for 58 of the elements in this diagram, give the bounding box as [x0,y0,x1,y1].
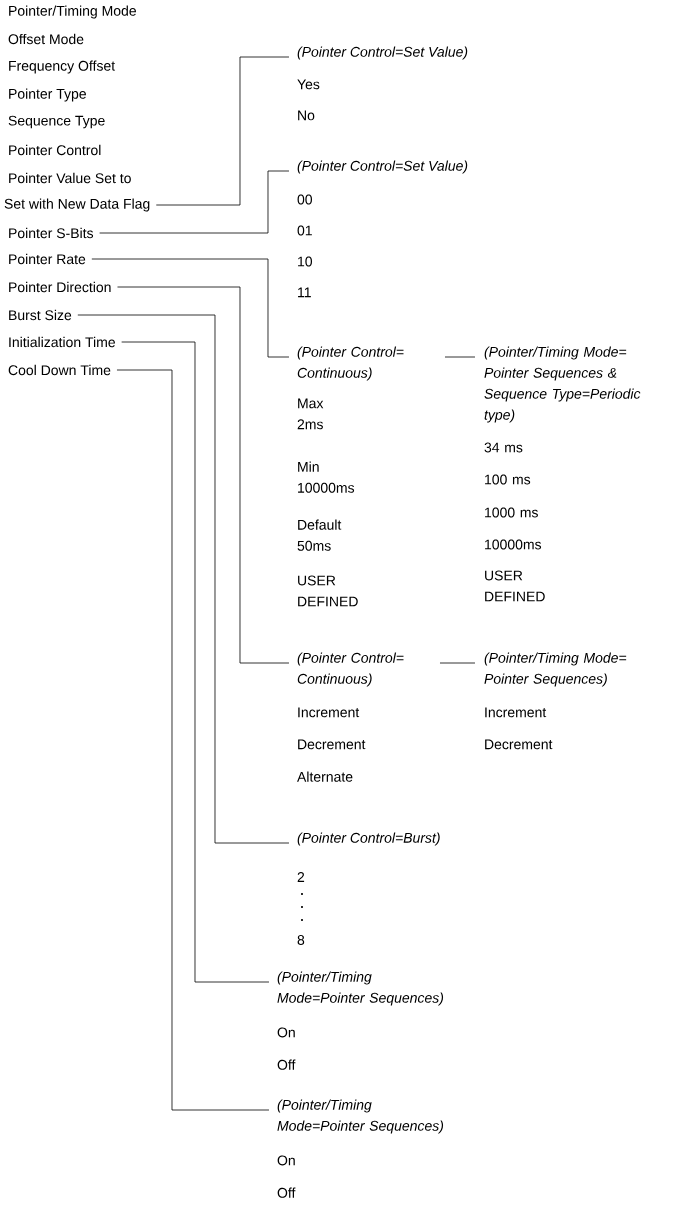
condition-text: (Pointer Control=Burst) [297,832,440,846]
setting-label: Cool Down Time [8,364,111,376]
connector-line [121,341,270,983]
option-value: On [277,1155,295,1166]
condition-text: (Pointer Control=Set Value) [297,160,468,174]
row-label: Pointer/Timing Mode [9,5,136,19]
option-value: No [298,110,315,121]
option-value: Increment [485,707,547,718]
option-value: On [277,1027,295,1038]
condition-text: (Pointer/Timing Mode=Pointer Sequences) [277,1099,444,1134]
setting-label: Set with New Data Flag [4,198,150,212]
option-value: Off [277,1059,296,1070]
option-value: Alternate [297,771,353,782]
condition-text: (Pointer Control=Set Value) [297,46,468,60]
connector-line [91,258,290,358]
connector-line [99,170,290,234]
condition-text: (Pointer Control= Continuous) [297,652,404,687]
option-value: USER DEFINED [485,570,545,602]
option-value: Min 10000ms [298,461,355,493]
option-value: 10 [298,256,313,267]
row-label: Frequency Offset [9,60,116,74]
setting-label: Pointer Rate [9,253,86,265]
condition-text: (Pointer/Timing Mode=Pointer Sequences) [277,971,444,1006]
row-label: Pointer Control [9,144,101,156]
connector-line [116,369,270,1111]
option-value: 100 ms [485,474,531,485]
connector-line [439,662,476,664]
option-value: Decrement [298,739,366,750]
connector-line [77,314,290,844]
connector-line [444,356,476,358]
row-label: Sequence Type [8,115,105,129]
condition-text: (Pointer Control= Continuous) [297,346,404,381]
setting-label: Initialization Time [9,336,115,348]
option-value: 2 [297,872,305,882]
setting-label: Burst Size [9,309,72,321]
option-value: Default 50ms [297,519,342,551]
option-value: USER DEFINED [298,575,358,607]
option-value: Increment [298,707,360,718]
setting-label: Pointer Direction [9,281,111,293]
option-value: 11 [298,287,311,298]
option-value: 01 [297,225,312,236]
option-value: 10000ms [485,539,542,550]
row-label: Pointer Type [9,88,86,102]
connector-line [117,286,290,664]
option-value: Max 2ms [297,398,324,430]
option-value: 00 [297,194,313,205]
option-value: Off [277,1187,296,1198]
connector-line [155,56,290,206]
option-value: Yes [297,79,320,90]
row-label: Pointer Value Set to [9,172,131,184]
row-label: Offset Mode [8,33,84,45]
option-value: Decrement [485,739,553,750]
condition-text: (Pointer/Timing Mode= Pointer Sequences & Sequence Type=Periodic type) [484,346,641,423]
option-value: 8 [297,935,305,945]
condition-text: (Pointer/Timing Mode= Pointer Sequences) [484,652,627,687]
option-value: 1000 ms [485,507,538,518]
option-value: 34 ms [484,442,523,453]
setting-label: Pointer S-Bits [9,227,94,239]
